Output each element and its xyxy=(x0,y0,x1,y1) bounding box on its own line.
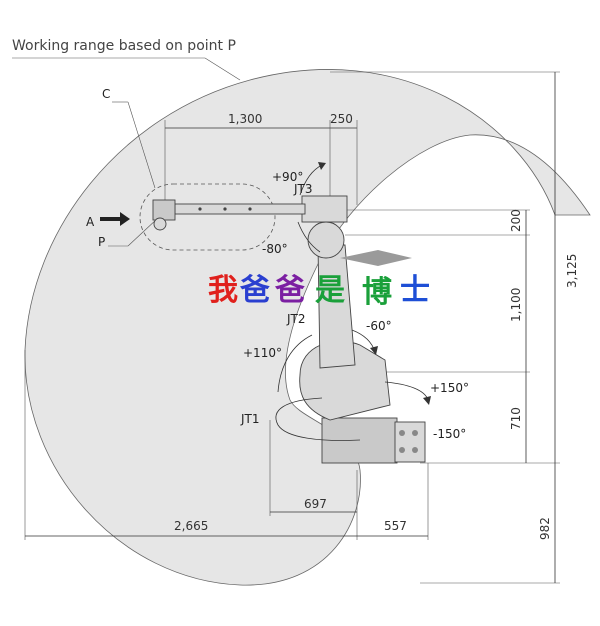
working-range-area xyxy=(24,69,591,586)
robot-elbow xyxy=(301,195,348,223)
label-c: C xyxy=(102,87,110,101)
jt2-minus-angle: -60° xyxy=(366,319,392,333)
dim-1100: 1,100 xyxy=(509,288,523,322)
jt3-minus-arc xyxy=(297,221,321,253)
connector-icon xyxy=(399,430,405,436)
jt3-plus-angle: +90° xyxy=(272,170,303,184)
jt1-plus-arrow-icon xyxy=(423,396,431,405)
jt2-plus-angle: +110° xyxy=(243,346,282,360)
jt1-arc-right xyxy=(384,381,429,401)
robot-elbow-joint xyxy=(307,221,345,259)
arm-bolt xyxy=(223,207,227,211)
arm-bolt xyxy=(198,207,202,211)
graduation-cap-icon xyxy=(340,250,412,266)
dim-710: 710 xyxy=(509,407,523,430)
robot-base-connectors xyxy=(394,421,426,463)
watermark-char: 博 xyxy=(362,275,392,310)
dim-1300: 1,300 xyxy=(228,112,262,126)
connector-icon xyxy=(412,430,418,436)
dim-3125: 3,125 xyxy=(565,254,579,288)
c-dashed-region xyxy=(139,183,276,251)
watermark-char: 爸 xyxy=(239,273,270,308)
a-arrow-icon xyxy=(100,212,130,226)
dim-2665: 2,665 xyxy=(174,519,208,533)
watermark-char: 是 xyxy=(315,273,345,308)
label-a: A xyxy=(86,215,95,229)
label-p-leader xyxy=(127,217,159,247)
dim-250: 250 xyxy=(330,112,353,126)
jt2-plus-arc xyxy=(277,334,313,393)
robot-tool-flange xyxy=(153,217,167,231)
jt3-minus-angle: -80° xyxy=(262,242,288,256)
dim-697: 697 xyxy=(304,497,327,511)
label-p: P xyxy=(98,235,105,249)
title-leader xyxy=(204,57,241,81)
robot-upper-arm xyxy=(174,203,306,215)
diagram-title: Working range based on point P xyxy=(12,38,236,54)
jt3-label: JT3 xyxy=(293,182,313,196)
watermark-char: 爸 xyxy=(274,273,305,308)
jt3-plus-arc xyxy=(299,164,323,196)
connector-icon xyxy=(399,447,405,453)
label-c-leader xyxy=(127,101,156,189)
jt2-minus-arrow-icon xyxy=(370,346,378,355)
dim-557: 557 xyxy=(384,519,407,533)
watermark: 我 爸 爸 是 博 士 xyxy=(208,250,430,310)
connector-icon xyxy=(412,447,418,453)
jt1-arc-left xyxy=(275,397,361,441)
jt2-label: JT2 xyxy=(286,312,306,326)
dim-982: 982 xyxy=(538,517,552,540)
watermark-char: 我 xyxy=(208,273,238,308)
jt3-plus-arrow-icon xyxy=(318,162,326,170)
arm-bolt xyxy=(248,207,252,211)
jt1-label: JT1 xyxy=(240,412,260,426)
jt1-plus-angle: +150° xyxy=(430,381,469,395)
watermark-char: 士 xyxy=(400,273,430,308)
dim-200: 200 xyxy=(509,209,523,232)
jt1-minus-angle: -150° xyxy=(433,427,466,441)
robot-wrist xyxy=(152,199,176,221)
